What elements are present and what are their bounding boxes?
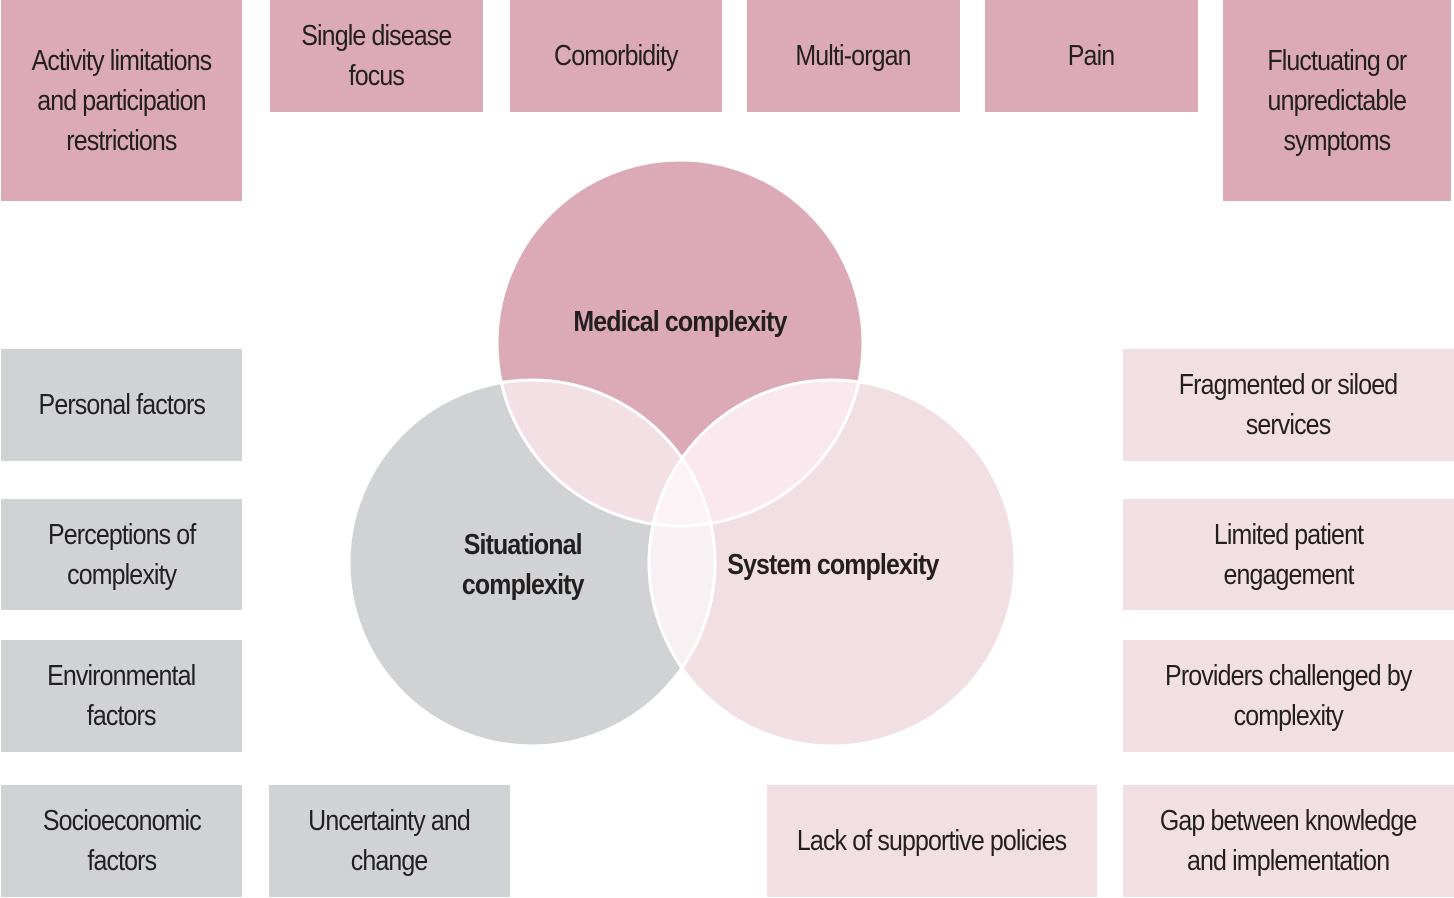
factor-label: Multi-organ [795,40,912,72]
circle-label-situational: Situational complexity [462,529,585,601]
factor-label: Comorbidity [554,40,678,72]
factor-label: Activity limitations and participation r… [31,44,212,157]
factor-box-fluctuating-symptoms: Fluctuating or unpredictable symptoms [1223,0,1451,201]
circle-label-medical: Medical complexity [573,306,787,338]
circle-label-system: System complexity [727,549,939,581]
factor-label: Fluctuating or unpredictable symptoms [1267,44,1407,157]
factor-box-perceptions-of-complexity: Perceptions of complexity [1,499,242,610]
factor-label: Socioeconomic factors [42,805,202,877]
outline-situational [347,378,717,748]
factor-label: Single disease focus [301,20,452,92]
factor-box-lack-of-supportive-policies: Lack of supportive policies [767,785,1097,897]
factor-box-personal-factors: Personal factors [1,349,242,461]
factor-label: Lack of supportive policies [797,825,1067,857]
factor-box-socioeconomic-factors: Socioeconomic factors [1,785,242,897]
factor-label: Perceptions of complexity [47,518,196,591]
factor-box-limited-patient-engagement: Limited patient engagement [1123,499,1454,610]
factor-box-knowledge-implementation-gap: Gap between knowledge and implementation [1123,785,1454,897]
factor-label: Environmental factors [47,660,196,732]
factor-box-single-disease-focus: Single disease focus [270,0,483,112]
overlap-medical-situational [497,380,715,526]
factor-label: Providers challenged by complexity [1165,660,1412,732]
factor-label: Gap between knowledge and implementation [1160,805,1417,877]
overlap-medical-system [649,380,863,526]
factor-label: Uncertainty and change [308,805,472,877]
factor-box-providers-challenged: Providers challenged by complexity [1123,640,1454,752]
factor-label: Personal factors [38,389,205,421]
factor-label: Fragmented or siloed services [1179,369,1398,441]
factor-box-comorbidity: Comorbidity [510,0,722,112]
factor-label: Limited patient engagement [1213,518,1364,591]
factor-box-pain: Pain [985,0,1198,112]
factor-box-activity-limitations: Activity limitations and participation r… [1,0,242,201]
factor-box-environmental-factors: Environmental factors [1,640,242,752]
factor-box-uncertainty-and-change: Uncertainty and change [269,785,510,897]
factor-label: Pain [1068,40,1115,72]
factor-box-multi-organ: Multi-organ [747,0,960,112]
outline-system [647,378,1017,748]
factor-box-fragmented-services: Fragmented or siloed services [1123,349,1454,461]
outline-medical [495,158,865,528]
